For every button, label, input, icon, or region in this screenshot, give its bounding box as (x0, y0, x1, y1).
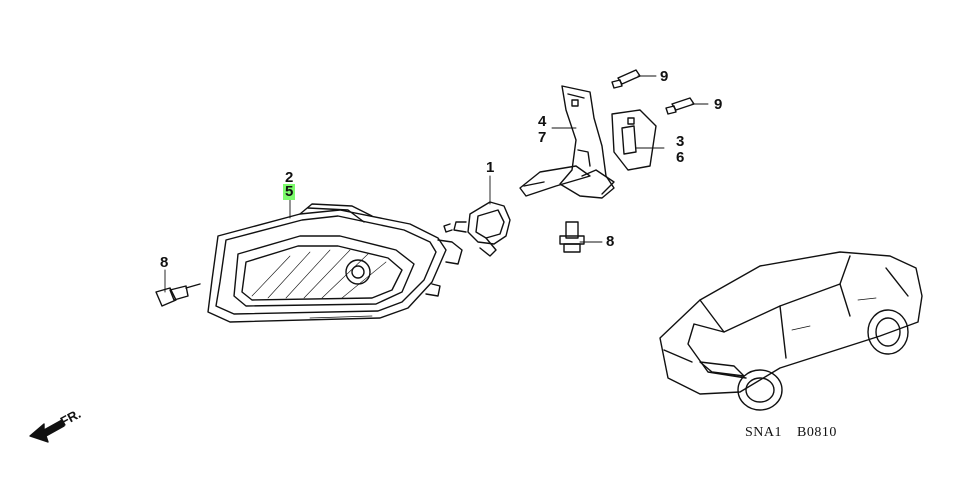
screw-9-lower (665, 97, 695, 115)
callout-8-left: 8 (160, 254, 169, 271)
callout-7: 7 (538, 129, 547, 146)
diagram-code-model: SNA1 (745, 425, 783, 440)
callout-1: 1 (486, 159, 495, 176)
callout-4: 4 (538, 113, 547, 130)
callout-9-upper: 9 (660, 68, 669, 85)
callout-6: 6 (676, 149, 685, 166)
callout-2: 2 (285, 169, 294, 186)
callout-3: 3 (676, 133, 685, 150)
bolt-8-left (155, 283, 201, 307)
bolt-8-right (559, 221, 585, 253)
diagram-code-number: B0810 (797, 425, 837, 440)
callout-5-highlighted[interactable]: 5 (283, 183, 296, 200)
bulb (443, 201, 511, 257)
callout-8-right: 8 (606, 233, 615, 250)
bracket-plate (611, 109, 657, 171)
vehicle-illustration (659, 251, 923, 411)
leader-lines (164, 75, 709, 293)
screw-9-upper (611, 69, 641, 89)
fog-light-housing (207, 203, 463, 323)
callout-9-lower: 9 (714, 96, 723, 113)
front-arrow-icon (29, 419, 65, 443)
mounting-bracket (519, 85, 615, 199)
